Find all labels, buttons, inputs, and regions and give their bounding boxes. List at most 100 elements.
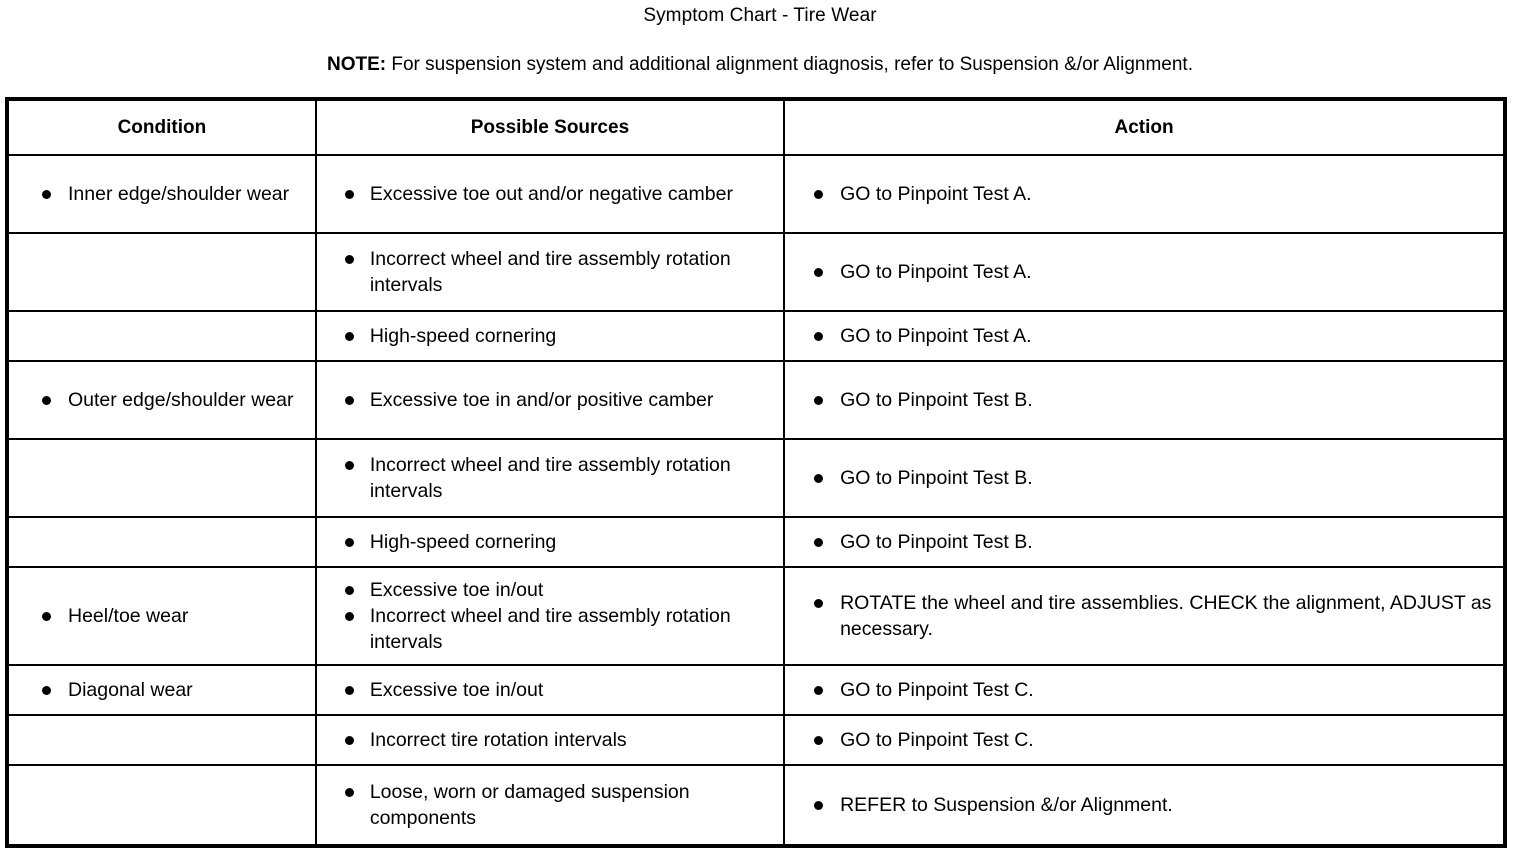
cell-sources: Incorrect wheel and tire assembly rotati…: [314, 232, 786, 312]
bullet-list: GO to Pinpoint Test A.: [785, 323, 1503, 349]
bullet-list: GO to Pinpoint Test B.: [785, 529, 1503, 555]
bullet-point-icon: [814, 268, 824, 277]
bullet-list: GO to Pinpoint Test B.: [785, 465, 1503, 491]
table-row: Incorrect wheel and tire assembly rotati…: [6, 438, 1506, 518]
bullet-point-icon: [814, 538, 824, 547]
cell-sources: Excessive toe out and/or negative camber: [314, 154, 786, 234]
bullet-list: Loose, worn or damaged suspension compon…: [317, 779, 783, 831]
bullet-text: Diagonal wear: [68, 679, 193, 701]
bullet-point-icon: [344, 332, 354, 341]
bullet-point-icon: [344, 255, 354, 264]
bullet-item: Incorrect wheel and tire assembly rotati…: [317, 452, 783, 504]
cell-action: REFER to Suspension &/or Alignment.: [783, 764, 1506, 847]
bullet-text: Excessive toe out and/or negative camber: [369, 183, 733, 205]
bullet-item: Incorrect wheel and tire assembly rotati…: [317, 246, 783, 298]
cell-action: GO to Pinpoint Test A.: [783, 232, 1506, 312]
bullet-point-icon: [814, 599, 824, 608]
bullet-point-icon: [344, 461, 354, 470]
bullet-point-icon: [814, 332, 824, 341]
cell-condition-empty: [6, 516, 317, 568]
bullet-list: ROTATE the wheel and tire assemblies. CH…: [785, 590, 1503, 642]
bullet-list: High-speed cornering: [317, 529, 783, 555]
bullet-point-icon: [344, 686, 354, 695]
table-row: Diagonal wear Excessive toe in/out GO to P…: [6, 664, 1506, 716]
cell-sources: High-speed cornering: [314, 516, 786, 568]
symptom-table-wrapper: Condition Possible Sources Action Inner …: [5, 97, 1507, 848]
bullet-item: GO to Pinpoint Test C.: [785, 677, 1503, 703]
bullet-list: Excessive toe in/out: [317, 677, 783, 703]
cell-condition-empty: [6, 232, 317, 312]
bullet-text: High-speed cornering: [369, 325, 557, 347]
bullet-item: Loose, worn or damaged suspension compon…: [317, 779, 783, 831]
bullet-text: Heel/toe wear: [68, 605, 189, 627]
bullet-list: REFER to Suspension &/or Alignment.: [785, 792, 1503, 818]
bullet-item: Inner edge/shoulder wear: [9, 181, 315, 207]
cell-action: GO to Pinpoint Test C.: [783, 714, 1506, 766]
bullet-list: GO to Pinpoint Test A.: [785, 181, 1503, 207]
symptom-chart-table: Condition Possible Sources Action Inner …: [5, 97, 1507, 848]
bullet-point-icon: [344, 612, 354, 621]
cell-condition: Diagonal wear: [6, 664, 317, 716]
bullet-list: Inner edge/shoulder wear: [9, 181, 315, 207]
bullet-item: GO to Pinpoint Test A.: [785, 259, 1503, 285]
cell-condition: Inner edge/shoulder wear: [6, 154, 317, 234]
cell-condition: Heel/toe wear: [6, 566, 317, 666]
bullet-list: GO to Pinpoint Test C.: [785, 677, 1503, 703]
bullet-text: High-speed cornering: [369, 531, 557, 553]
table-row: High-speed cornering GO to Pinpoint Test …: [6, 516, 1506, 568]
bullet-text: Loose, worn or damaged suspension compon…: [369, 781, 690, 829]
bullet-list: Diagonal wear: [9, 677, 315, 703]
bullet-point-icon: [344, 538, 354, 547]
bullet-item: Incorrect tire rotation intervals: [317, 727, 783, 753]
cell-sources: Incorrect wheel and tire assembly rotati…: [314, 438, 786, 518]
bullet-text: Excessive toe in/out: [369, 679, 544, 701]
cell-condition-empty: [6, 764, 317, 847]
bullet-text: Incorrect wheel and tire assembly rotati…: [369, 248, 731, 296]
bullet-list: Incorrect tire rotation intervals: [317, 727, 783, 753]
bullet-text: Incorrect wheel and tire assembly rotati…: [369, 454, 731, 502]
table-row: High-speed cornering GO to Pinpoint Test …: [6, 310, 1506, 362]
cell-condition-empty: [6, 438, 317, 518]
bullet-point-icon: [42, 396, 51, 405]
column-header-action: Action: [783, 98, 1506, 156]
bullet-text: Incorrect tire rotation intervals: [369, 729, 627, 751]
bullet-text: GO to Pinpoint Test B.: [840, 467, 1033, 489]
bullet-item: Excessive toe in/out: [317, 577, 783, 603]
bullet-point-icon: [344, 586, 354, 595]
note-label: NOTE:: [326, 54, 387, 75]
bullet-item: GO to Pinpoint Test A.: [785, 181, 1503, 207]
bullet-point-icon: [42, 686, 51, 695]
bullet-item: REFER to Suspension &/or Alignment.: [785, 792, 1503, 818]
bullet-point-icon: [344, 788, 354, 797]
header-row: Condition Possible Sources Action: [6, 98, 1506, 156]
bullet-list: GO to Pinpoint Test C.: [785, 727, 1503, 753]
cell-action: GO to Pinpoint Test C.: [783, 664, 1506, 716]
cell-sources: Incorrect tire rotation intervals: [314, 714, 786, 766]
column-header-condition: Condition: [6, 98, 317, 156]
table-row: Incorrect wheel and tire assembly rotati…: [6, 232, 1506, 312]
bullet-point-icon: [814, 686, 824, 695]
table-header: Condition Possible Sources Action: [6, 98, 1506, 156]
bullet-text: GO to Pinpoint Test C.: [840, 729, 1034, 751]
bullet-list: Incorrect wheel and tire assembly rotati…: [317, 452, 783, 504]
bullet-item: GO to Pinpoint Test A.: [785, 323, 1503, 349]
bullet-point-icon: [344, 190, 354, 199]
bullet-list: GO to Pinpoint Test B.: [785, 387, 1503, 413]
cell-action: GO to Pinpoint Test A.: [783, 310, 1506, 362]
bullet-text: Outer edge/shoulder wear: [68, 389, 294, 411]
bullet-point-icon: [814, 396, 824, 405]
bullet-text: Inner edge/shoulder wear: [68, 183, 290, 205]
table-row: Inner edge/shoulder wear Excessive toe ou…: [6, 154, 1506, 234]
bullet-item: High-speed cornering: [317, 323, 783, 349]
bullet-text: REFER to Suspension &/or Alignment.: [840, 794, 1173, 816]
bullet-point-icon: [344, 736, 354, 745]
cell-action: GO to Pinpoint Test A.: [783, 154, 1506, 234]
cell-action: GO to Pinpoint Test B.: [783, 438, 1506, 518]
bullet-text: Excessive toe in/out: [369, 579, 544, 601]
cell-action: ROTATE the wheel and tire assemblies. CH…: [783, 566, 1506, 666]
